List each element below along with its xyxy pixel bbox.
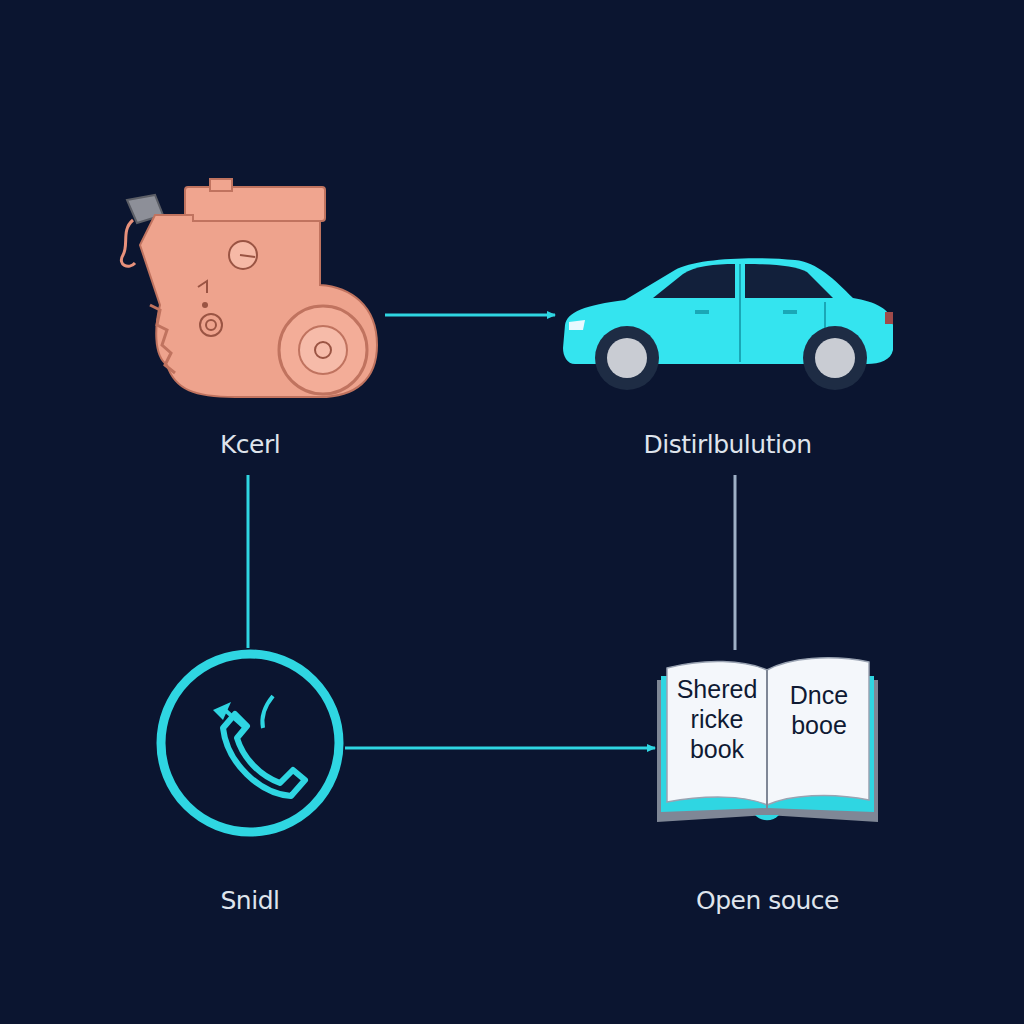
connector-arrow — [385, 314, 555, 317]
node-label: Distirlbulution — [515, 430, 940, 459]
node-label: Snidl — [115, 886, 385, 915]
page-text: Shered ricke book — [669, 674, 765, 764]
connector-line — [247, 475, 250, 648]
book-node: Shered ricke bookDnce booeOpen souce — [655, 650, 880, 830]
page-text: Dnce booe — [771, 680, 867, 740]
circle-node: Snidl — [155, 648, 345, 838]
connector-arrow — [345, 747, 655, 750]
connector-line — [734, 475, 737, 650]
car-node: Distirlbulution — [555, 250, 900, 475]
node-label: Kcerl — [75, 430, 425, 459]
phone-circle — [155, 648, 345, 838]
node-label: Open souce — [615, 886, 920, 915]
engine-node: Kcerl — [115, 175, 385, 475]
